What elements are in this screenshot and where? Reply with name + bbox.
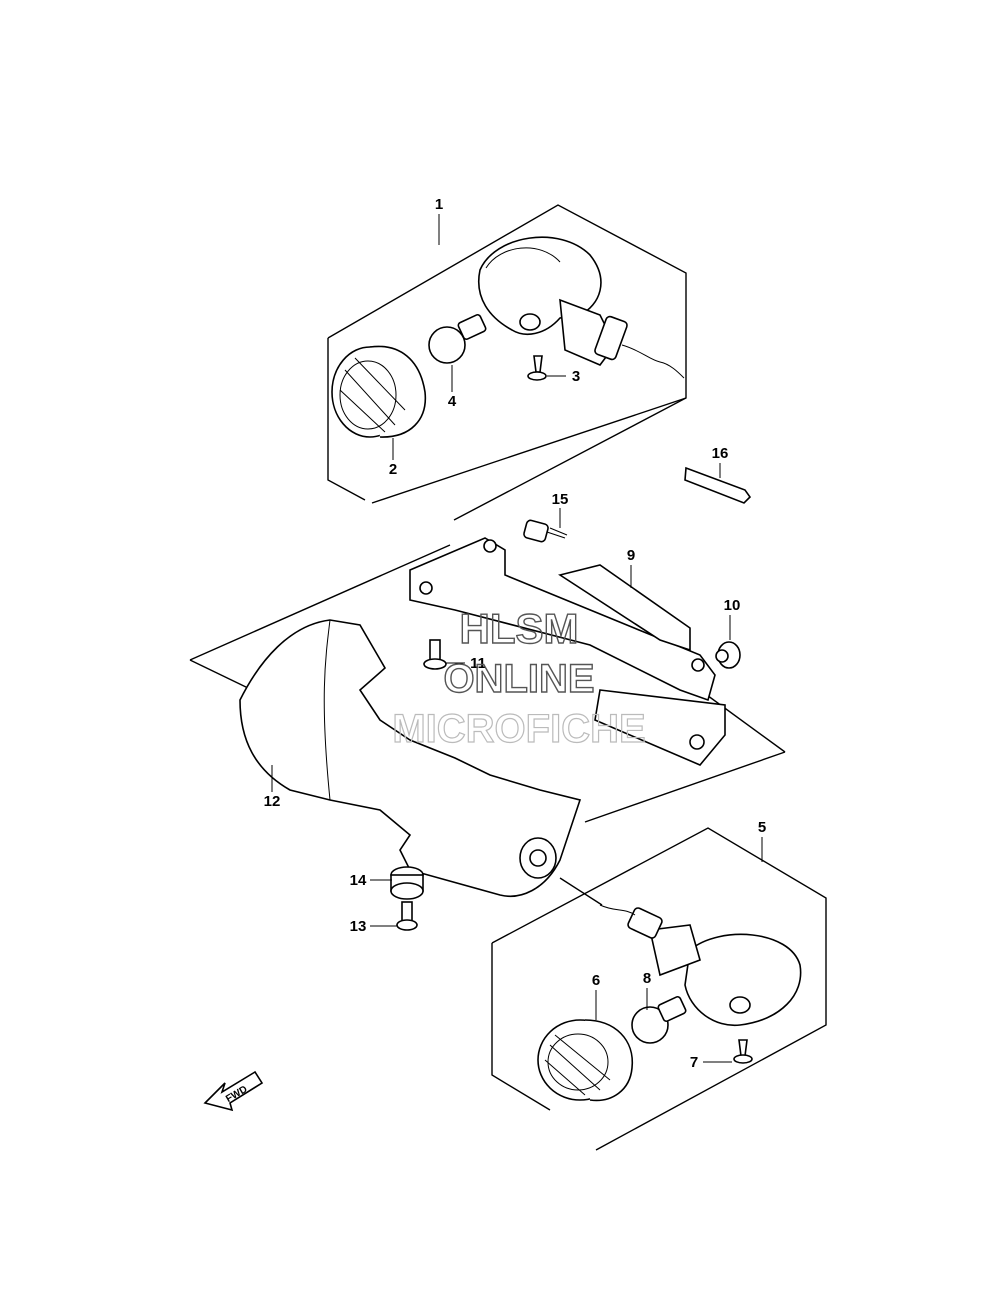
grommet-14	[390, 866, 424, 900]
assembly-box-lower	[491, 827, 827, 1151]
callout-8: 8	[643, 970, 651, 987]
callout-15: 15	[552, 491, 569, 508]
watermark-line3: MICROFICHE	[392, 707, 645, 751]
lens-lower	[537, 1019, 634, 1102]
callout-14: 14	[350, 872, 367, 889]
callout-2: 2	[389, 461, 397, 478]
callout-7: 7	[690, 1054, 698, 1071]
bracket-area-box	[189, 544, 786, 823]
callout-9: 9	[627, 547, 635, 564]
nut-10	[715, 641, 741, 669]
bolt-15	[523, 519, 568, 543]
fwd-label: FWD	[224, 1084, 249, 1105]
callout-16: 16	[712, 445, 729, 462]
screw-11	[423, 639, 447, 670]
assembly-box-upper	[327, 204, 687, 521]
screw-3	[527, 355, 547, 381]
cowl-12	[239, 619, 582, 897]
callout-1: 1	[435, 196, 443, 213]
lens-upper	[331, 345, 427, 438]
bracket-9	[409, 537, 726, 766]
callout-12: 12	[264, 793, 281, 810]
turn-signal-housing-upper	[477, 236, 685, 379]
callout-11: 11	[470, 655, 486, 672]
clip-16	[684, 466, 752, 504]
watermark-line1: HLSM	[460, 605, 579, 652]
bolt-13	[396, 901, 418, 931]
watermark: HLSM ONLINE MICROFICHE	[392, 604, 647, 751]
callout-labels: 1 2 3 4 5 6 7 8 9 10 11 12 13 14 15 16	[264, 196, 767, 1071]
callout-6: 6	[592, 972, 600, 989]
screw-7	[733, 1039, 753, 1064]
turn-signal-housing-lower	[599, 904, 802, 1027]
callout-5: 5	[758, 819, 766, 836]
bulb-lower	[631, 995, 687, 1044]
callout-3: 3	[572, 368, 580, 385]
callout-13: 13	[350, 918, 367, 935]
fwd-arrow-icon: FWD	[203, 1070, 264, 1112]
callout-4: 4	[448, 393, 457, 410]
leader-lines	[271, 214, 763, 1063]
callout-10: 10	[724, 597, 741, 614]
watermark-line2: ONLINE	[443, 657, 594, 701]
bulb-upper	[428, 313, 487, 364]
